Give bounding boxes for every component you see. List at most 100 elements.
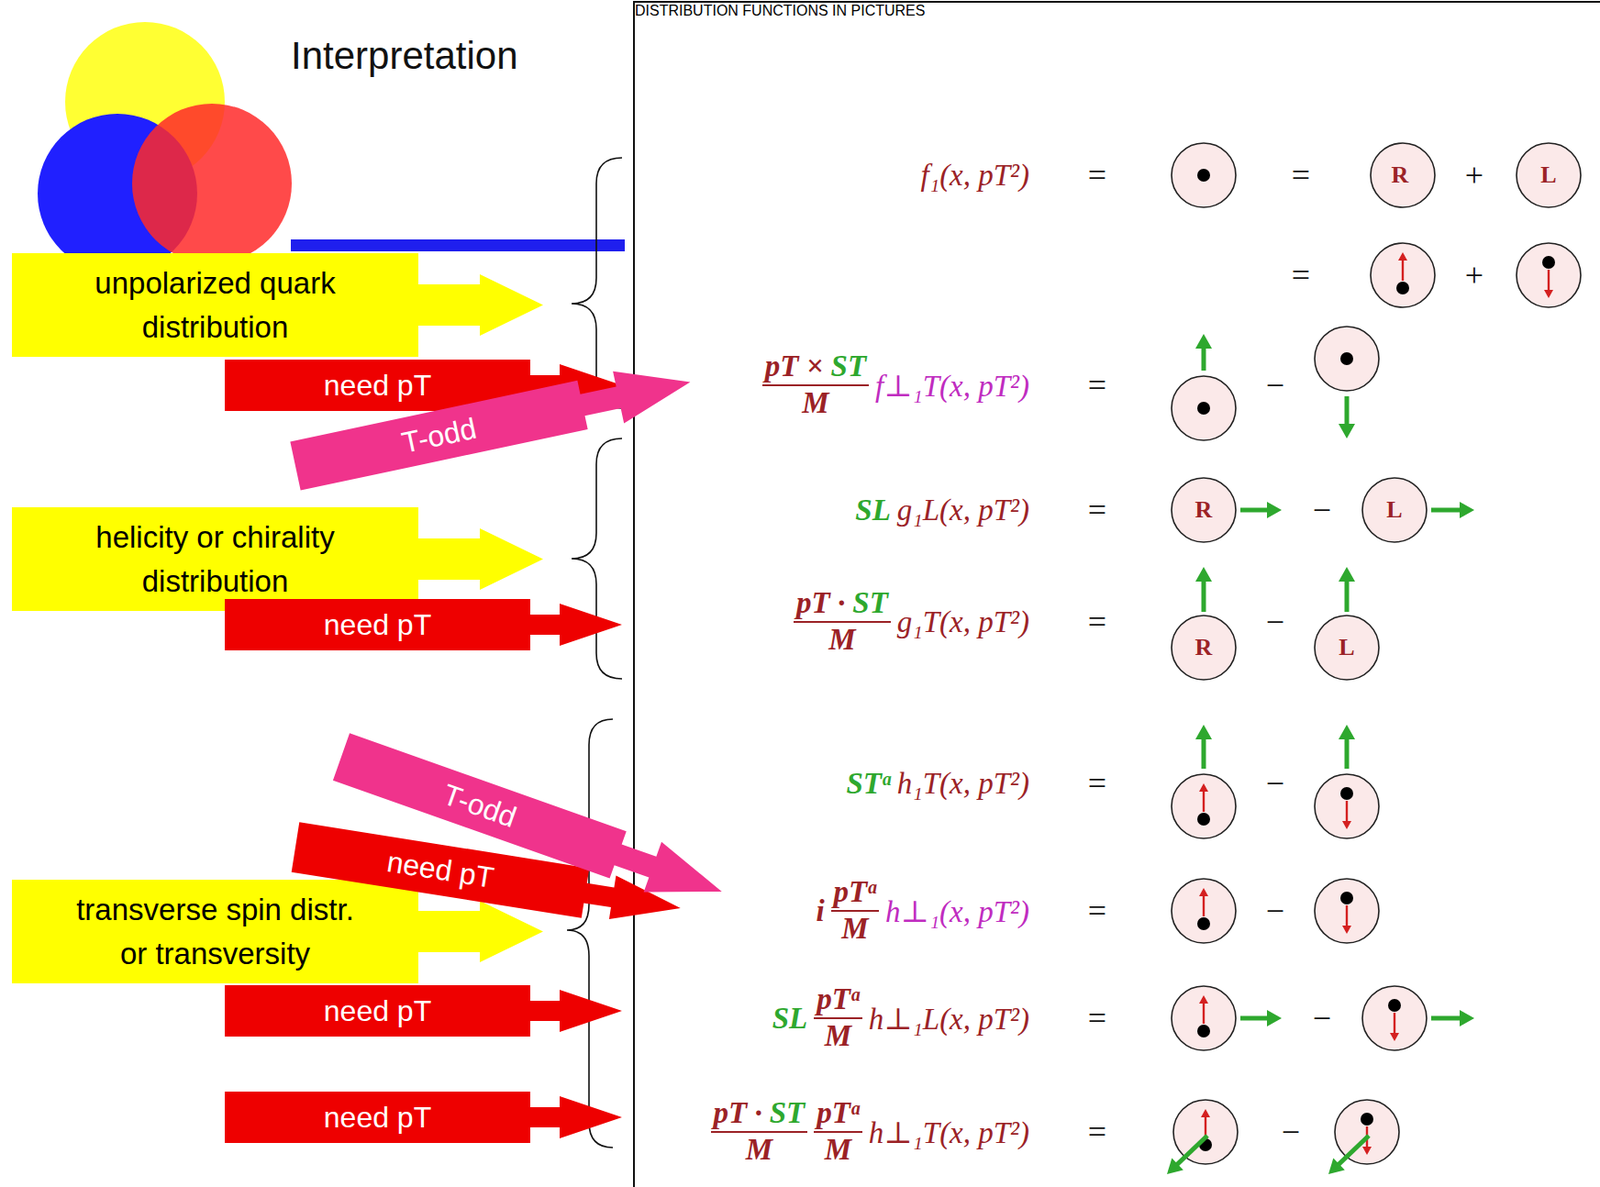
spin-vector-head	[1459, 1010, 1475, 1027]
curly-brace	[571, 438, 623, 679]
operator-sign: =	[1088, 894, 1107, 928]
denominator: M	[831, 910, 880, 947]
circle-outline	[1173, 1100, 1238, 1165]
fraction: pT ·STM	[793, 586, 891, 658]
nucleon-spin-arrow	[1166, 1135, 1208, 1175]
spin-vector-shaft	[1240, 508, 1269, 513]
spin-vector-head	[1328, 1157, 1345, 1175]
arrow-fill	[224, 599, 623, 651]
spin-vector-shaft	[1344, 737, 1350, 769]
spin-arrow-head	[1199, 783, 1209, 792]
formula-term: pTᵅ	[816, 982, 860, 1018]
denominator: M	[762, 384, 869, 422]
node-text: need pT	[323, 1096, 432, 1139]
requirement-arrow: need pT	[224, 985, 623, 1037]
quark-circle	[1171, 986, 1236, 1051]
numerator: pT ·ST	[793, 586, 891, 622]
quark-circle	[1314, 326, 1379, 391]
quark-circle	[1171, 376, 1236, 441]
formula-term: pT ·	[796, 586, 845, 622]
quark-circle	[1171, 878, 1236, 944]
quark-dot	[1197, 1024, 1211, 1038]
formula-term: pT ·	[713, 1096, 763, 1132]
spin-vector-head	[1338, 566, 1356, 582]
operator-sign: −	[1312, 493, 1332, 527]
title-rule	[290, 239, 625, 252]
spin-arrow-shaft	[1202, 894, 1205, 917]
node-text: R	[1368, 141, 1437, 210]
fraction: pTᵅM	[813, 1096, 863, 1168]
quark-dot	[1360, 1112, 1374, 1126]
quark-dot	[1542, 255, 1556, 269]
operator-sign: −	[1266, 605, 1285, 639]
spin-vector-shaft	[1431, 1016, 1462, 1022]
formula-term: M	[801, 386, 829, 422]
quark-circle	[1314, 774, 1379, 839]
node-text: need pT	[323, 989, 432, 1033]
spin-arrow-head	[1389, 1033, 1400, 1042]
requirement-arrow: need pT	[224, 1091, 623, 1144]
formula-term: SL	[855, 493, 891, 528]
circle-outline	[1370, 243, 1435, 308]
node-text: L	[1312, 613, 1381, 682]
operator-sign: −	[1281, 1115, 1300, 1149]
spin-arrow-shaft	[1202, 789, 1205, 812]
chirality-circle: R	[1368, 141, 1437, 210]
quark-dot	[1197, 401, 1211, 415]
spin-vector-shaft	[1201, 737, 1207, 769]
nucleon-spin-arrow	[1328, 1135, 1369, 1175]
spin-arrow-head	[1199, 995, 1209, 1004]
formula-term: pT ×	[765, 349, 824, 385]
formula-term: M	[841, 911, 868, 947]
nucleon-spin-arrow	[1195, 566, 1212, 612]
circle-outline	[1171, 143, 1236, 208]
operator-sign: =	[1088, 493, 1107, 527]
node-text: need pT	[323, 364, 432, 407]
nucleon-spin-arrow	[1338, 396, 1356, 439]
circle-outline	[1171, 376, 1236, 441]
operator-sign: =	[1088, 605, 1107, 639]
requirement-arrow: need pT	[224, 599, 623, 651]
formula-term: pTᵅ	[816, 1096, 860, 1132]
fraction: pTᵅM	[813, 982, 863, 1055]
formula: pT ·STMg₁T(x, pT²)	[793, 586, 1030, 658]
formula: f₁(x, pT²)	[920, 158, 1030, 193]
denominator: M	[793, 621, 891, 658]
nucleon-spin-arrow	[1240, 1010, 1282, 1027]
quark-circle	[1362, 986, 1427, 1051]
formula-term: ST	[852, 586, 889, 622]
operator-sign: =	[1291, 158, 1311, 192]
spin-arrow-shaft	[1401, 258, 1404, 281]
curly-brace	[571, 157, 623, 409]
formula: STᵅh₁T(x, pT²)	[845, 766, 1030, 801]
formula-term: M	[824, 1019, 852, 1055]
nucleon-spin-arrow	[1195, 333, 1212, 371]
spin-arrow-head	[1199, 888, 1209, 897]
spin-vector-shaft	[1176, 1135, 1208, 1166]
formula-term: M	[824, 1133, 852, 1168]
formula-term: f⊥₁T(x, pT²)	[875, 367, 1030, 404]
quark-circle	[1334, 1100, 1400, 1165]
spin-vector-shaft	[1201, 579, 1207, 612]
spin-vector-head	[1338, 724, 1356, 740]
denominator: M	[813, 1017, 863, 1055]
spin-vector-head	[1266, 1010, 1282, 1027]
spin-arrow-head	[1200, 1109, 1211, 1118]
curly-brace	[566, 719, 613, 1148]
quark-dot	[1340, 787, 1354, 800]
spin-vector-head	[1266, 501, 1282, 519]
numerator: pT ×ST	[762, 349, 869, 385]
spin-vector-head	[1195, 333, 1212, 349]
spin-vector-head	[1338, 423, 1356, 439]
quark-circle	[1370, 243, 1435, 308]
node-text: T-odd	[398, 407, 481, 465]
spin-vector-shaft	[1344, 396, 1350, 426]
spin-vector-head	[1195, 724, 1212, 740]
spin-arrow-shaft	[1547, 269, 1550, 292]
formula-term: g₁L(x, pT²)	[897, 493, 1030, 528]
nucleon-spin-arrow	[1338, 724, 1356, 769]
spin-arrow-head	[1544, 289, 1554, 299]
numerator: pTᵅ	[813, 1096, 863, 1132]
nucleon-spin-arrow	[1431, 1010, 1475, 1027]
formula: pT ·STMpTᵅMh⊥₁T(x, pT²)	[711, 1096, 1030, 1168]
